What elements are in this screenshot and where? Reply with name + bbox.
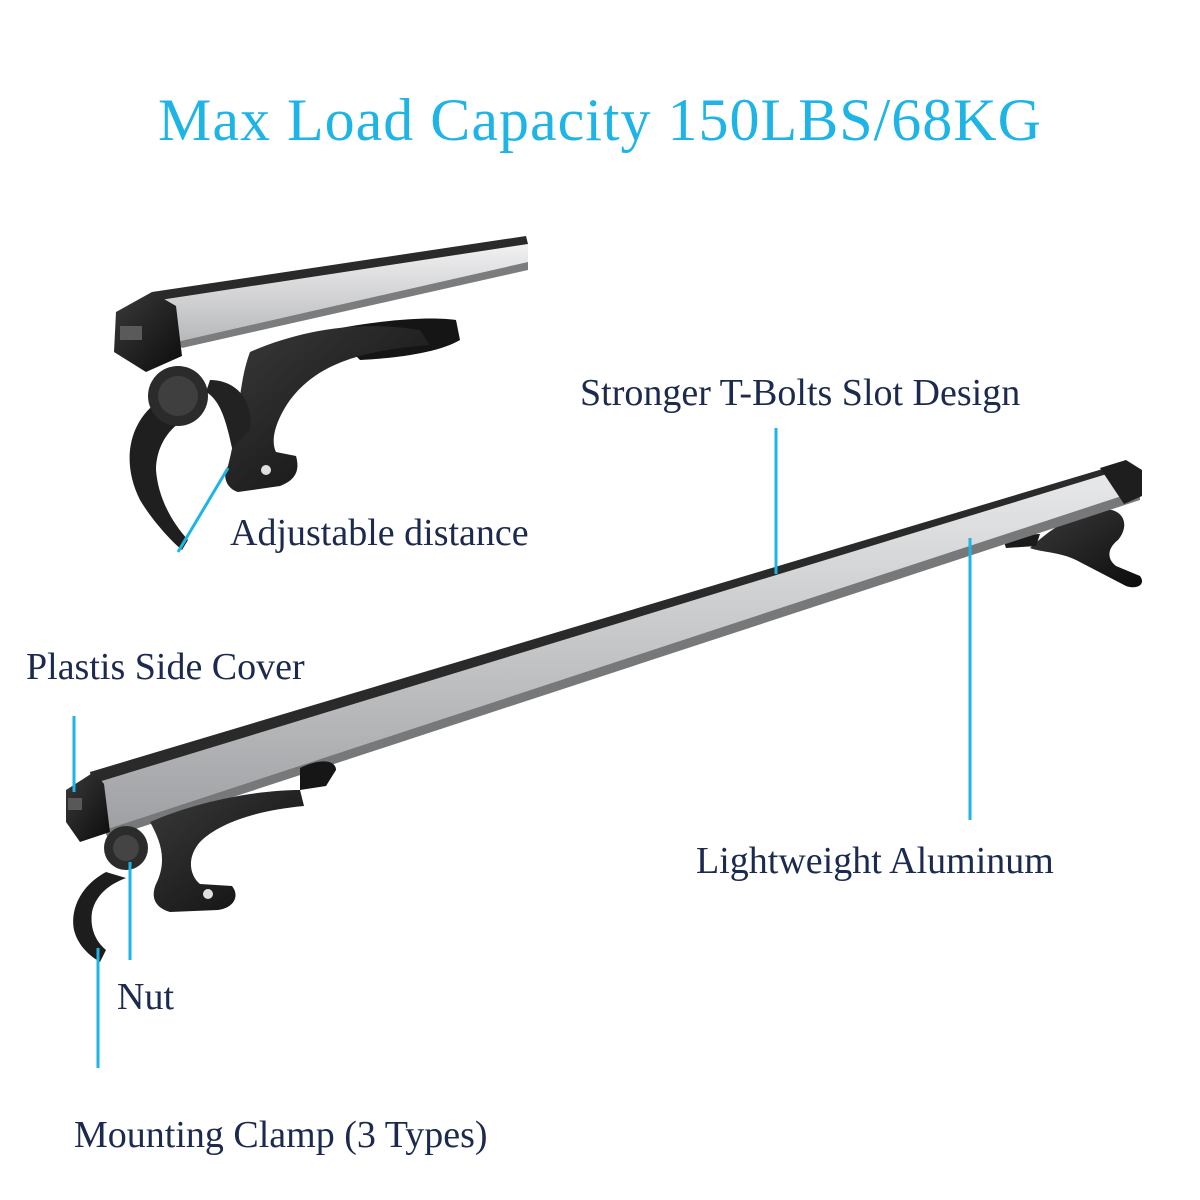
closeup-foot	[114, 236, 528, 550]
bar-aluminum-body	[92, 470, 1140, 830]
leader-adjustable	[176, 467, 230, 553]
leader-lines	[72, 428, 972, 1068]
near-clamp	[73, 872, 126, 962]
near-end-cap	[66, 772, 110, 842]
callout-side-cover: Plastis Side Cover	[26, 646, 305, 688]
t-slot-channel	[90, 462, 1126, 784]
callout-aluminum: Lightweight Aluminum	[696, 840, 1054, 882]
main-crossbar	[66, 460, 1143, 962]
closeup-clamp	[129, 400, 188, 550]
closeup-foot-body	[225, 326, 430, 492]
callout-tbolt-slot: Stronger T-Bolts Slot Design	[580, 372, 1021, 414]
closeup-bar	[160, 244, 528, 342]
headline: Max Load Capacity 150LBS/68KG	[158, 87, 1042, 153]
near-foot-body	[150, 790, 304, 912]
callout-adjustable-distance: Adjustable distance	[230, 512, 529, 554]
closeup-end-cap	[114, 292, 182, 372]
far-foot	[1030, 509, 1143, 588]
callout-mounting-clamp: Mounting Clamp (3 Types)	[74, 1114, 488, 1156]
callout-nut: Nut	[117, 976, 174, 1018]
far-end-cap	[1100, 460, 1142, 504]
